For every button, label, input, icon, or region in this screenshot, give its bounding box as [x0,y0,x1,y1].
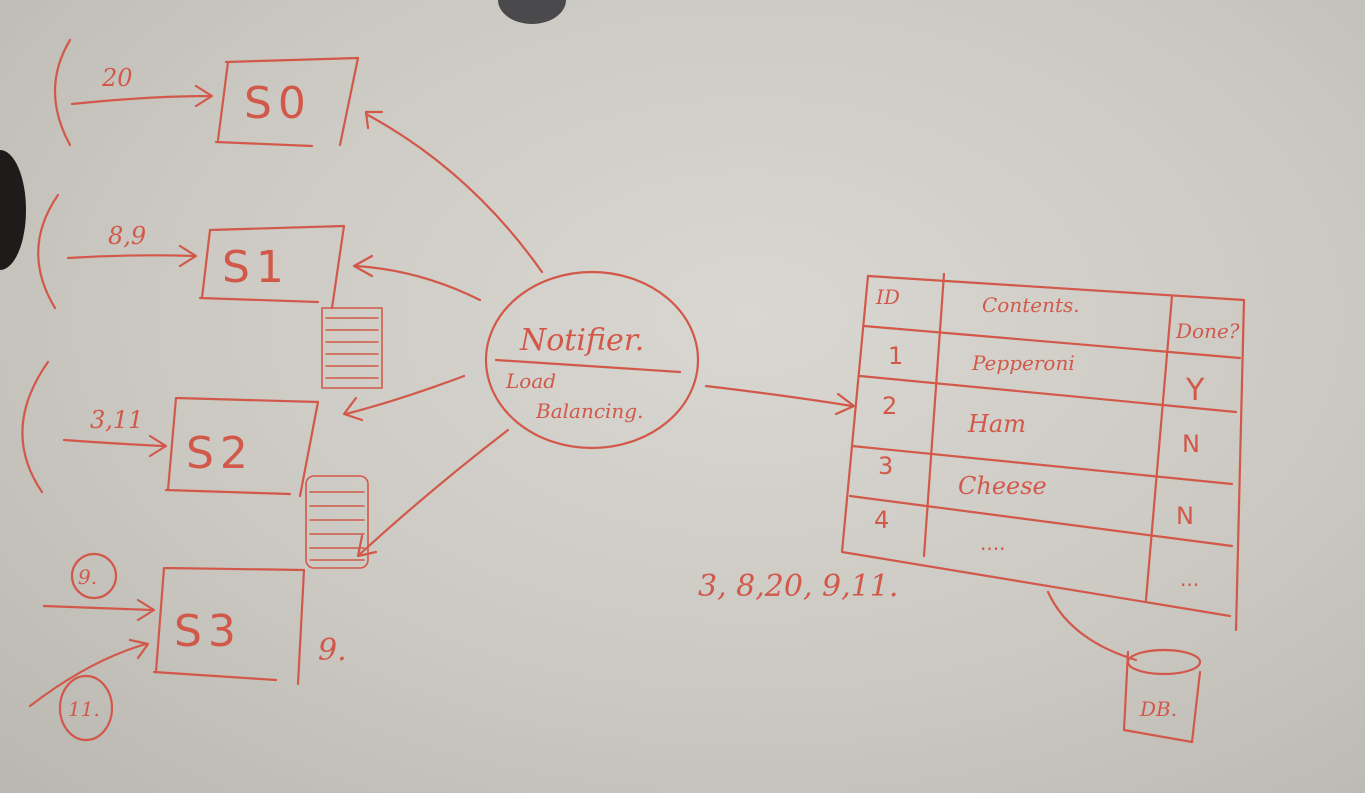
notifier-arrows [342,110,856,558]
server-s2-incoming: 3,11 [90,406,143,434]
queue-stack-s1 [321,307,383,389]
table-row-1-id: 1 [888,342,903,370]
notifier-line1: Load [505,369,556,393]
queue-stack-s2 [305,475,369,569]
table-row-3-id: 3 [878,452,893,480]
notifier-line2: Balancing. [535,399,643,423]
server-s3-circled-top: 9. [78,565,97,589]
orders-table: ID Contents. Done? 1 Pepperoni Y 2 Ham N… [840,272,1246,632]
server-s2: S2 3,11 [21,360,369,569]
table-header-done: Done? [1175,319,1240,343]
server-s1-incoming: 8,9 [108,222,146,250]
database: DB. [1046,590,1202,744]
server-s3-annotation: 9. [318,633,347,668]
table-header-contents: Contents. [982,293,1080,317]
sequence-text: 3, 8,20, 9,11. [698,569,898,604]
server-s3-label: S3 [174,606,242,657]
notifier-title: Notifier. [519,323,644,358]
table-row-1-done: Y [1185,373,1205,408]
table-row-4-contents: .... [980,531,1005,555]
db-label: DB. [1139,697,1177,721]
table-row-1-contents: Pepperoni [971,351,1075,375]
notifier: Notifier. Load Balancing. [484,270,700,450]
server-s0-incoming: 20 [101,64,133,92]
table-row-2-contents: Ham [967,410,1026,438]
server-s1: S1 8,9 [37,193,383,389]
server-s1-label: S1 [222,242,290,293]
camera-shadow [498,0,566,24]
person-shadow [0,150,26,270]
server-s3-circled-bottom: 11. [68,697,100,721]
table-row-3-done: N [1176,502,1194,530]
table-row-3-contents: Cheese [958,472,1047,500]
server-s2-label: S2 [186,428,254,479]
table-row-4-done: ... [1180,567,1199,591]
table-row-2-done: N [1182,430,1200,458]
server-s0: S0 20 [54,38,360,148]
server-s0-label: S0 [244,78,312,129]
table-row-4-id: 4 [874,506,889,534]
server-s3: S3 9. 11. 9. [28,552,347,742]
table-header-id: ID [875,285,900,309]
table-row-2-id: 2 [882,392,897,420]
